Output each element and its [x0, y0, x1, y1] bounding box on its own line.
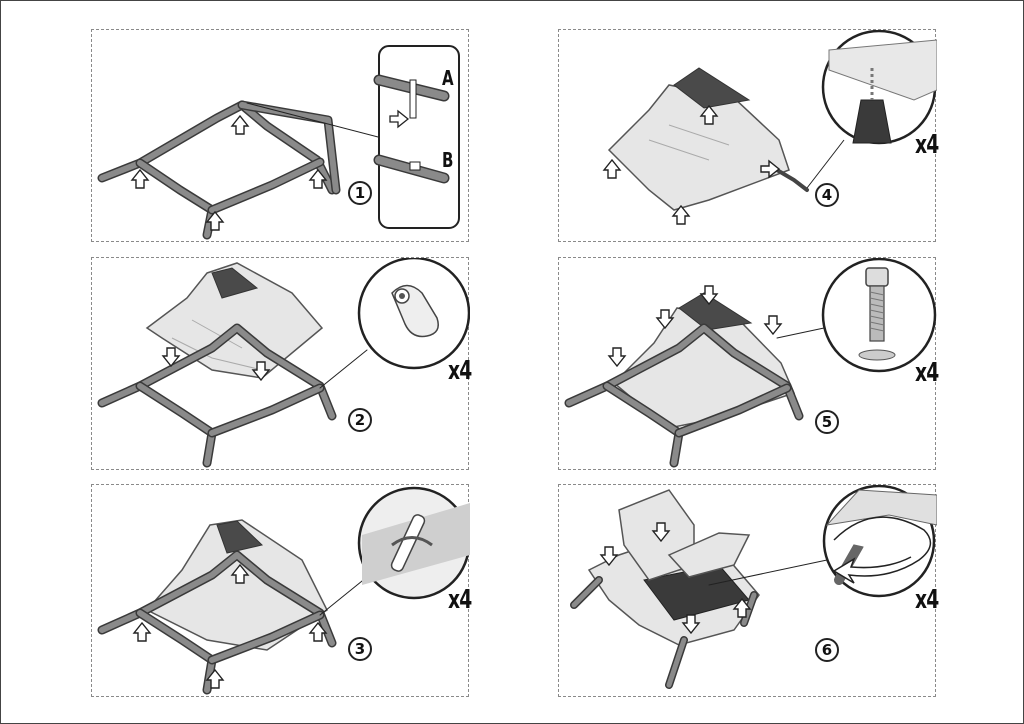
clip-installation-illustration	[97, 486, 470, 695]
step-2-panel: x4 2	[91, 257, 472, 470]
arrow-up-icon	[671, 204, 691, 225]
arrow-up-icon	[230, 114, 250, 135]
arrow-down-icon	[681, 614, 701, 635]
lid-opening-illustration	[570, 485, 937, 689]
arrow-down-icon	[651, 522, 671, 543]
step-number: 4	[815, 183, 839, 207]
arrow-up-icon	[132, 621, 152, 642]
screwing-illustration	[602, 30, 937, 225]
arrow-up-icon	[205, 668, 225, 689]
quantity-label: x4	[448, 585, 472, 615]
arrow-down-icon	[699, 285, 719, 306]
arrow-up-icon	[308, 168, 328, 189]
step-number: 3	[348, 637, 372, 661]
step-number: 2	[348, 408, 372, 432]
frame-illustration	[97, 45, 460, 240]
arrow-down-icon	[655, 309, 675, 330]
arrow-down-icon	[607, 347, 627, 368]
step-number: 5	[815, 410, 839, 434]
step-3-panel: x4 3	[91, 484, 472, 697]
arrow-right-icon	[760, 159, 781, 179]
arrow-up-icon	[130, 168, 150, 189]
arrow-up-icon	[699, 104, 719, 125]
step-4-panel: x4 4	[558, 29, 939, 242]
arrow-up-icon	[732, 597, 752, 618]
arrow-down-icon	[599, 546, 619, 567]
arrow-down-icon	[161, 347, 181, 368]
arrow-up-icon	[230, 563, 250, 584]
arrow-down-icon	[251, 361, 271, 382]
shell-on-frame-illustration	[97, 258, 470, 468]
detail-label-a: A	[442, 66, 454, 90]
step-number: 1	[348, 181, 372, 205]
step-number: 6	[815, 638, 839, 662]
quantity-label: x4	[915, 358, 939, 388]
arrow-up-icon	[205, 210, 225, 231]
bolt-installation-illustration	[564, 258, 937, 468]
detail-label-b: B	[442, 148, 454, 172]
quantity-label: x4	[915, 585, 939, 615]
step-5-panel: x4 5	[558, 257, 939, 470]
quantity-label: x4	[915, 130, 939, 160]
step-1-panel: A B 1	[91, 29, 469, 242]
arrow-up-icon	[308, 621, 328, 642]
arrow-up-icon	[602, 158, 622, 179]
arrow-down-icon	[763, 315, 783, 336]
rotate-arrow-icon	[832, 516, 932, 584]
arrow-right-icon	[389, 109, 410, 129]
quantity-label: x4	[448, 356, 472, 386]
step-6-panel: x4 6	[558, 484, 939, 697]
